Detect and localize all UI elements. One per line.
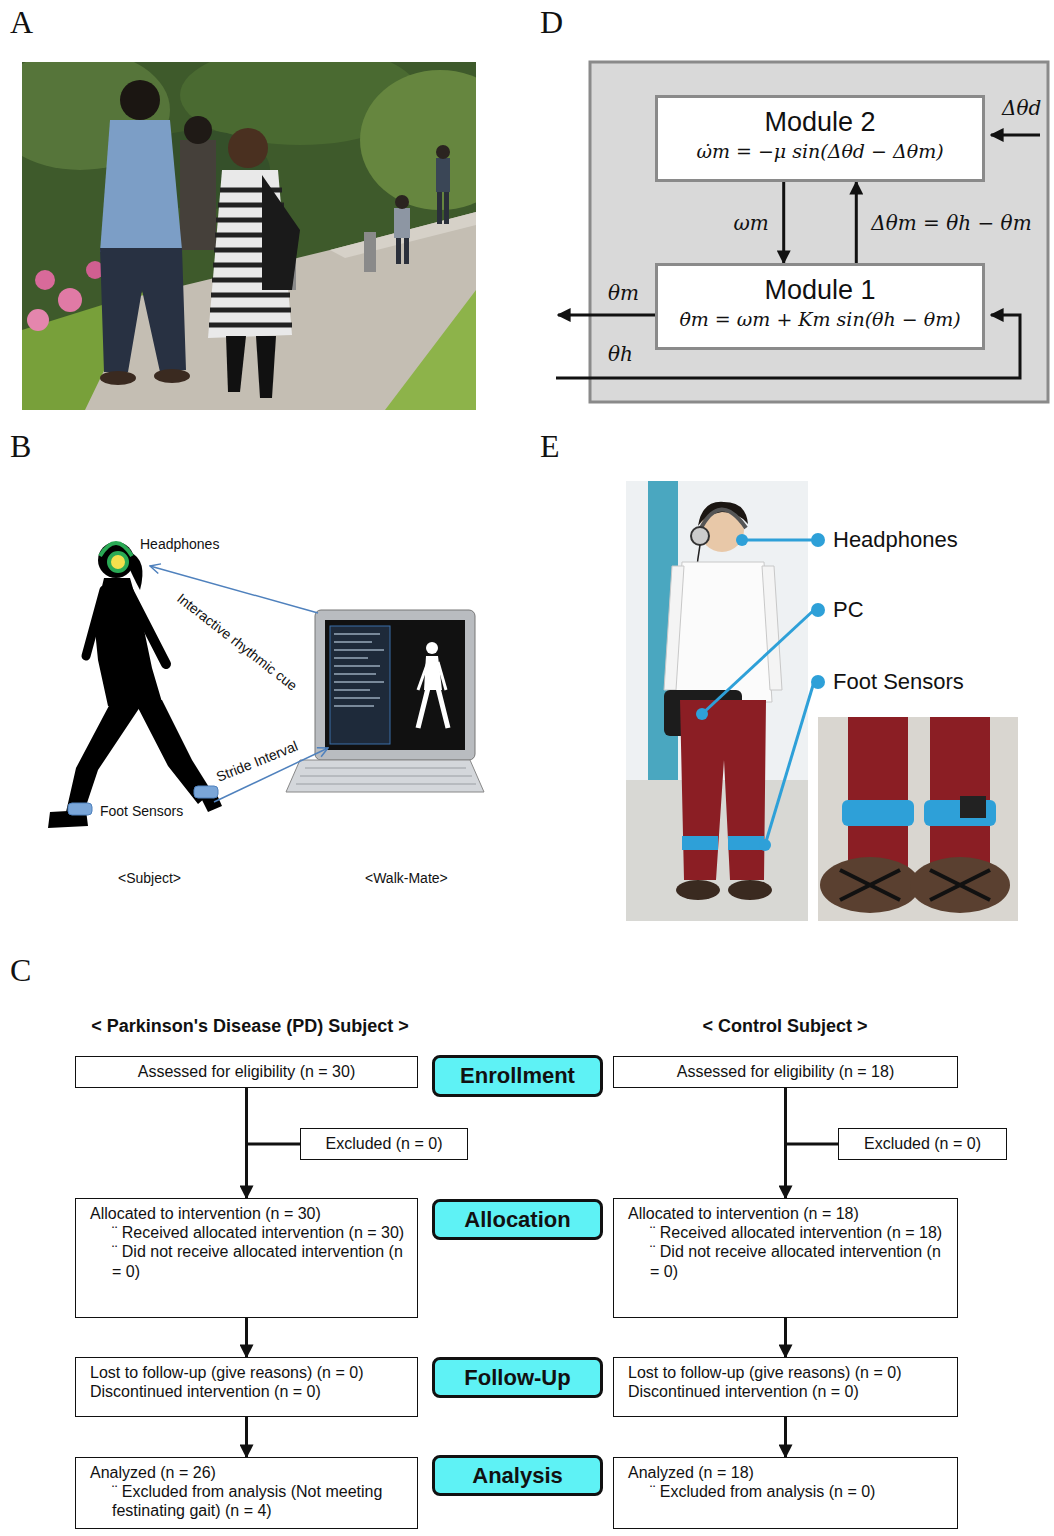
laptop xyxy=(286,610,484,792)
walking-photo xyxy=(22,62,476,410)
caption-label: <Walk-Mate> xyxy=(365,870,448,886)
flow-box: Allocated to intervention (n = 30)¨ Rece… xyxy=(75,1198,418,1318)
box-title: Module 1 xyxy=(668,274,972,306)
box-text: ω̇m = −μ sin(Δθd − Δθm) xyxy=(668,138,972,165)
box-title: Module 2 xyxy=(668,106,972,138)
callout-lines xyxy=(696,533,825,851)
part-label: Headphones xyxy=(140,536,219,552)
edge-label: ωm xyxy=(730,211,771,235)
panel-letter: B xyxy=(10,428,31,465)
signal-label: Δθd xyxy=(1000,96,1043,120)
box-title: Enrollment xyxy=(460,1063,575,1089)
part-label: Headphones xyxy=(833,527,958,553)
flow-box: Assessed for eligibility (n = 18) xyxy=(613,1056,958,1088)
box-text: θ̇m = ωm + Km sin(θh − θm) xyxy=(668,306,972,333)
part-label: PC xyxy=(833,597,864,623)
box-title: Analysis xyxy=(472,1463,563,1489)
panel-letter: A xyxy=(10,4,33,41)
connector-arrow xyxy=(245,1417,248,1457)
part-label: Foot Sensors xyxy=(100,803,183,819)
module-box: Module 2ω̇m = −μ sin(Δθd − Δθm) xyxy=(655,95,985,182)
box-title: Allocated to intervention (n = 30) xyxy=(90,1204,407,1223)
caption-label: <Subject> xyxy=(118,870,181,886)
stage-box: Follow-Up xyxy=(432,1357,603,1398)
box-text: Discontinued intervention (n = 0) xyxy=(628,1382,947,1401)
box-title: Excluded (n = 0) xyxy=(849,1134,996,1153)
column-header: < Control Subject > xyxy=(600,1016,970,1037)
panel-letter: D xyxy=(540,4,563,41)
signal-label: θh xyxy=(606,342,635,366)
box-title: Analyzed (n = 26) xyxy=(90,1463,407,1482)
flow-box: Lost to follow-up (give reasons) (n = 0)… xyxy=(75,1357,418,1417)
walker-silhouette xyxy=(48,542,222,828)
stage-box: Enrollment xyxy=(432,1055,603,1097)
box-text: ¨ Excluded from analysis (Not meeting fe… xyxy=(112,1482,407,1520)
connector-arrow xyxy=(784,1318,787,1357)
system-frame xyxy=(590,62,1048,402)
box-text: ¨ Did not receive allocated intervention… xyxy=(112,1242,407,1280)
column-header: < Parkinson's Disease (PD) Subject > xyxy=(55,1016,445,1037)
box-title: Lost to follow-up (give reasons) (n = 0) xyxy=(628,1363,947,1382)
connector-arrow xyxy=(784,1417,787,1457)
box-title: Excluded (n = 0) xyxy=(311,1134,457,1153)
box-title: Analyzed (n = 18) xyxy=(628,1463,947,1482)
flow-box: Excluded (n = 0) xyxy=(838,1128,1007,1160)
connector-arrow xyxy=(245,1318,248,1357)
box-title: Assessed for eligibility (n = 18) xyxy=(624,1062,947,1081)
flow-box: Allocated to intervention (n = 18)¨ Rece… xyxy=(613,1198,958,1318)
module-box: Module 1θ̇m = ωm + Km sin(θh − θm) xyxy=(655,263,985,350)
panel-letter: C xyxy=(10,952,31,989)
stage-box: Allocation xyxy=(432,1199,603,1240)
panel-letter: E xyxy=(540,428,560,465)
flow-box: Analyzed (n = 18)¨ Excluded from analysi… xyxy=(613,1457,958,1529)
flow-box: Excluded (n = 0) xyxy=(300,1128,468,1160)
box-text: Discontinued intervention (n = 0) xyxy=(90,1382,407,1401)
box-text: ¨ Received allocated intervention (n = 1… xyxy=(650,1223,947,1242)
stage-box: Analysis xyxy=(432,1455,603,1496)
box-title: Follow-Up xyxy=(464,1365,570,1391)
box-text: ¨ Excluded from analysis (n = 0) xyxy=(650,1482,947,1501)
box-title: Allocated to intervention (n = 18) xyxy=(628,1204,947,1223)
flow-box: Analyzed (n = 26)¨ Excluded from analysi… xyxy=(75,1457,418,1529)
signal-label: Stride Interval xyxy=(214,738,300,785)
flow-box: Lost to follow-up (give reasons) (n = 0)… xyxy=(613,1357,958,1417)
signal-label: θm xyxy=(606,281,641,305)
signal-label: Interactive rhythmic cue xyxy=(174,590,300,694)
box-title: Allocation xyxy=(464,1207,570,1233)
part-label: Foot Sensors xyxy=(833,669,964,695)
connector-arrow xyxy=(855,182,858,263)
signal-arrows-b xyxy=(150,566,328,802)
box-title: Lost to follow-up (give reasons) (n = 0) xyxy=(90,1363,407,1382)
box-text: ¨ Received allocated intervention (n = 3… xyxy=(112,1223,407,1242)
edge-label: Δθm = θh − θm xyxy=(868,211,1034,235)
connector-arrow xyxy=(247,1088,301,1144)
flow-box: Assessed for eligibility (n = 30) xyxy=(75,1056,418,1088)
box-text: ¨ Did not receive allocated intervention… xyxy=(650,1242,947,1280)
sensor-closeup xyxy=(818,717,1018,921)
connector-arrow xyxy=(782,182,785,263)
box-title: Assessed for eligibility (n = 30) xyxy=(86,1062,407,1081)
connector-arrow xyxy=(786,1088,839,1144)
